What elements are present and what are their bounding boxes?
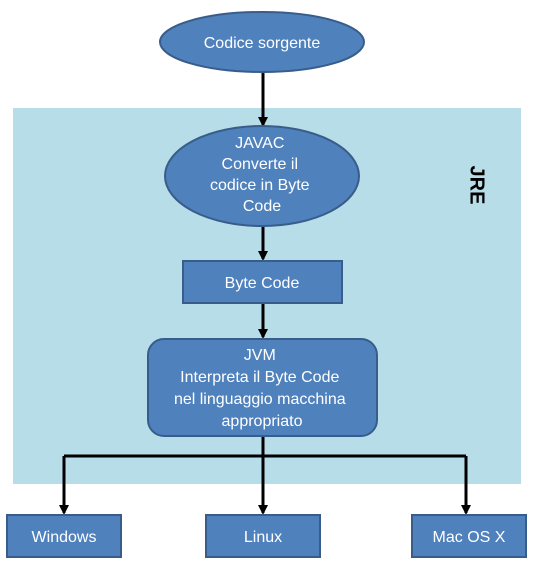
node-bytecode: Byte Code [182, 260, 343, 304]
svg-text:JAVAC Converte il: JAVAC Converte il codice in Byte Code [210, 135, 314, 215]
edges [59, 70, 471, 515]
node-macos-label: Mac OS X [433, 529, 506, 546]
node-javac-line: JAVAC [235, 135, 284, 152]
node-javac: JAVAC Converte il codice in Byte Code [164, 125, 360, 227]
node-jvm-line: Interpreta il Byte Code [180, 369, 339, 386]
node-jvm: JVM Interpreta il Byte Code nel linguagg… [147, 338, 378, 437]
jre-label: JRE [466, 166, 488, 205]
node-source-label: Codice sorgente [204, 35, 321, 52]
node-macos: Mac OS X [411, 514, 527, 558]
node-source: Codice sorgente [159, 11, 365, 73]
svg-text:JVM Interpreta il Byte C: JVM Interpreta il Byte Code nel linguagg… [174, 347, 350, 430]
node-jvm-line: appropriato [222, 413, 303, 430]
node-linux: Linux [205, 514, 321, 558]
node-windows: Windows [6, 514, 122, 558]
node-javac-line: Code [243, 198, 281, 215]
node-jvm-line: JVM [244, 347, 276, 364]
node-jvm-line: nel linguaggio macchina [174, 391, 346, 408]
node-javac-line: codice in Byte [210, 177, 310, 194]
node-javac-line: Converte il [222, 156, 298, 173]
node-bytecode-label: Byte Code [225, 275, 300, 292]
node-windows-label: Windows [32, 529, 97, 546]
node-linux-label: Linux [244, 529, 282, 546]
